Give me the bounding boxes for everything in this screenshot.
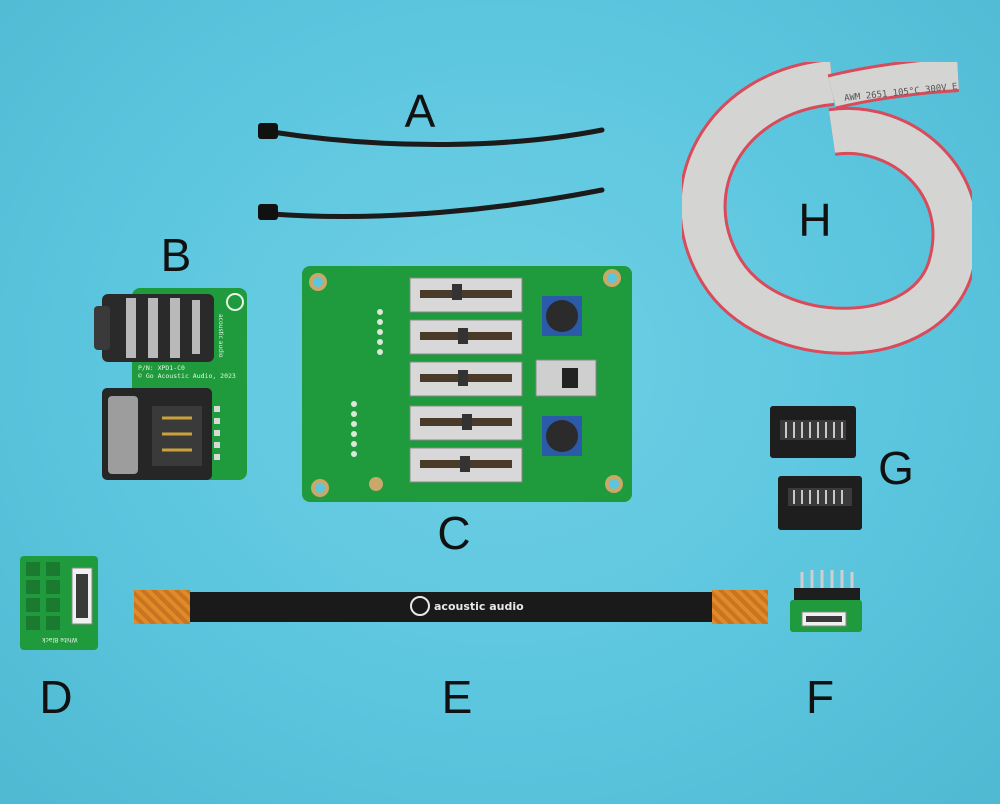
flex-cable-end-left	[134, 590, 190, 624]
cable-ties	[250, 118, 620, 238]
copyright-text: © Go Acoustic Audio, 2023	[138, 372, 236, 380]
brand-text: acoustic audio	[217, 314, 224, 358]
label-b: B	[160, 229, 192, 281]
flex-cable: acoustic audio	[134, 590, 768, 624]
jack-board: P/N: XPD1-C0 © Go Acoustic Audio, 2023 a…	[92, 288, 252, 493]
idc-connector-top	[770, 406, 858, 460]
label-g: G	[878, 442, 914, 494]
part-number-text: P/N: XPD1-C0	[138, 364, 185, 372]
flex-cable-end-right	[712, 590, 768, 624]
label-c: C	[437, 507, 471, 559]
side-labels-text: White Black	[42, 636, 78, 643]
small-pad-board: White Black	[20, 556, 100, 652]
label-e: E	[441, 671, 473, 723]
ribbon-cable: AWM 2651 105°C 300V E	[682, 62, 972, 362]
adapter-board	[786, 568, 866, 638]
flex-cable-body	[190, 592, 712, 622]
label-h: H	[798, 194, 832, 246]
label-a: A	[404, 85, 436, 137]
label-f: F	[805, 671, 835, 723]
flex-brand-text: acoustic audio	[434, 600, 524, 613]
label-d: D	[39, 671, 73, 723]
logo-icon	[410, 596, 430, 616]
slider-board	[302, 262, 634, 506]
idc-connector-bottom	[778, 476, 864, 532]
